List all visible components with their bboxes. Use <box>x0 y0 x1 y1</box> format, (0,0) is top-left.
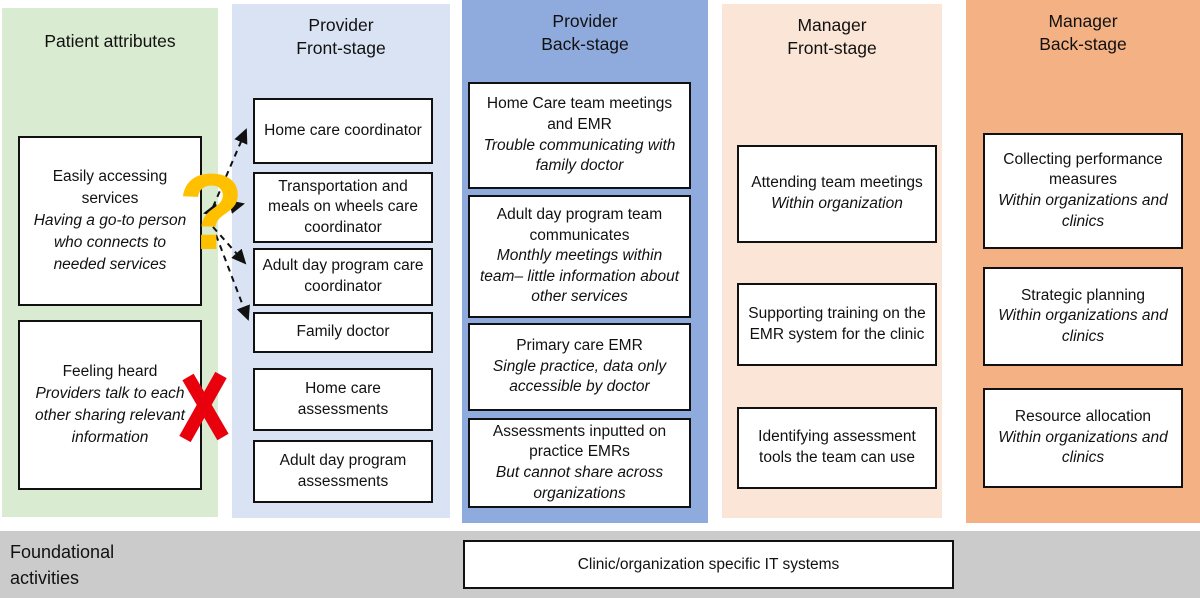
box-main-text: Adult day program team communicates <box>496 205 663 244</box>
box-main-text: Resource allocation <box>1014 408 1152 426</box>
box-main-text: Strategic planning <box>1020 286 1146 304</box>
box-note-text: Within organizations and clinics <box>998 307 1168 345</box>
box-note-text: Within organization <box>771 195 903 212</box>
box-home-care-coordinator: Home care coordinator <box>253 98 433 164</box>
box-transportation-meals-coordinator: Transportation and meals on wheels care … <box>253 172 433 243</box>
box-main-text: Easily accessing services <box>52 168 168 207</box>
box-note-text: Within organizations and clinics <box>998 192 1168 230</box>
column-patient-attributes: Patient attributes Easily accessing serv… <box>2 8 218 517</box>
column-header-label: Manager <box>1048 11 1118 31</box>
box-easily-accessing-services: Easily accessing services Having a go-to… <box>18 136 202 306</box>
box-note-text: Single practice, data only accessible by… <box>492 357 667 396</box>
box-feeling-heard: Feeling heard Providers talk to each oth… <box>18 320 202 490</box>
foundational-activities-bar: Foundational activities Clinic/organizat… <box>0 531 1200 598</box>
box-main-text: Transportation and meals on wheels care … <box>268 177 418 236</box>
box-identifying-assessment-tools: Identifying assessment tools the team ca… <box>737 407 937 489</box>
box-main-text: Attending team meetings <box>751 174 923 192</box>
column-header-label: Provider <box>552 11 618 31</box>
column-header: Manager Back-stage <box>966 10 1200 56</box>
box-main-text: Collecting performance measures <box>1003 150 1163 189</box>
box-main-text: Home care assessments <box>297 379 389 418</box>
box-main-text: Feeling heard <box>62 363 158 380</box>
column-header-label: Back-stage <box>1039 34 1127 55</box>
box-note-text: Monthly meetings within team– little inf… <box>479 247 680 306</box>
box-note-text: Providers talk to each other sharing rel… <box>35 385 185 446</box>
box-main-text: Primary care EMR <box>516 337 643 355</box>
column-header: Provider Front-stage <box>232 14 450 60</box>
box-main-text: Supporting training on the EMR system fo… <box>748 304 926 343</box>
box-note-text: Having a go-to person who connects to ne… <box>33 212 187 273</box>
box-resource-allocation: Resource allocation Within organizations… <box>983 388 1183 488</box>
box-adult-day-program-coordinator: Adult day program care coordinator <box>253 248 433 306</box>
box-strategic-planning: Strategic planning Within organizations … <box>983 267 1183 366</box>
box-adult-day-program-assessments: Adult day program assessments <box>253 440 433 503</box>
box-attending-team-meetings: Attending team meetings Within organizat… <box>737 145 937 243</box>
question-mark-icon: ? <box>178 151 244 272</box>
column-header-label: Provider <box>308 15 374 35</box>
column-header-label: Back-stage <box>541 34 629 55</box>
box-main-text: Identifying assessment tools the team ca… <box>758 428 916 466</box>
foundational-label-line: activities <box>10 568 80 589</box>
column-header: Patient attributes <box>2 30 218 53</box>
box-main-text: Assessments inputted on practice EMRs <box>492 422 667 461</box>
box-main-text: Clinic/organization specific IT systems <box>577 555 840 573</box>
box-main-text: Home Care team meetings and EMR <box>486 95 673 133</box>
column-header-label: Manager <box>797 15 867 35</box>
box-supporting-emr-training: Supporting training on the EMR system fo… <box>737 283 937 366</box>
box-note-text: Trouble communicating with family doctor <box>483 136 676 175</box>
box-home-care-assessments: Home care assessments <box>253 368 433 431</box>
column-manager-front-stage: Manager Front-stage Attending team meeti… <box>722 4 942 518</box>
box-collecting-performance-measures: Collecting performance measures Within o… <box>983 133 1183 249</box>
box-adult-day-team-communicates: Adult day program team communicates Mont… <box>468 195 691 318</box>
column-header-label: Front-stage <box>296 38 386 59</box>
column-header: Provider Back-stage <box>462 10 708 56</box>
box-main-text: Family doctor <box>296 323 390 341</box>
column-header-label: Patient attributes <box>44 31 176 51</box>
box-main-text: Home care coordinator <box>264 121 422 139</box>
foundational-label-line: Foundational <box>10 542 115 562</box>
foundational-activities-label: Foundational activities <box>10 539 114 591</box>
box-primary-care-emr: Primary care EMR Single practice, data o… <box>468 323 691 411</box>
column-header-label: Front-stage <box>787 38 877 59</box>
box-note-text: But cannot share across organizations <box>495 464 664 502</box>
column-manager-back-stage: Manager Back-stage Collecting performanc… <box>966 0 1200 523</box>
column-header: Manager Front-stage <box>722 14 942 60</box>
box-main-text: Adult day program care coordinator <box>262 257 424 295</box>
box-assessments-inputted-emrs: Assessments inputted on practice EMRs Bu… <box>468 418 691 508</box>
column-provider-back-stage: Provider Back-stage Home Care team meeti… <box>462 0 708 523</box>
box-it-systems: Clinic/organization specific IT systems <box>463 540 954 589</box>
box-note-text: Within organizations and clinics <box>998 428 1168 467</box>
box-home-care-team-meetings-emr: Home Care team meetings and EMR Trouble … <box>468 82 691 189</box>
box-main-text: Adult day program assessments <box>279 451 407 490</box>
column-provider-front-stage: Provider Front-stage Home care coordinat… <box>232 4 450 518</box>
box-family-doctor: Family doctor <box>253 312 433 353</box>
